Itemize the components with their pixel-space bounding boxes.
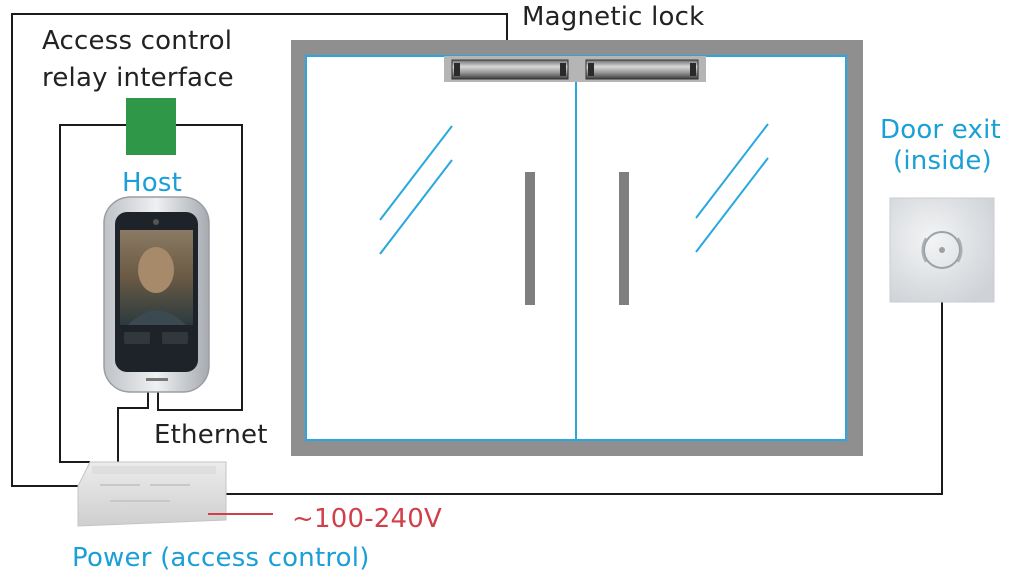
label-door-exit-line2: (inside): [893, 146, 992, 176]
label-host: Host: [122, 168, 182, 198]
glare-left-1: [379, 125, 453, 221]
door-handle-left: [525, 172, 535, 305]
door-glass-right: [575, 55, 847, 441]
label-relay-line2: relay interface: [42, 63, 234, 93]
glare-right-1: [695, 123, 769, 219]
label-magnetic-lock: Magnetic lock: [522, 2, 705, 32]
label-door-exit-line1: Door exit: [880, 115, 1001, 145]
power-supply-icon: [77, 461, 227, 527]
label-power: Power (access control): [72, 543, 370, 573]
wire-ethernet: [117, 392, 149, 462]
label-relay-line1: Access control: [42, 26, 233, 56]
exit-button-icon: [889, 197, 995, 303]
door-glass-left: [305, 55, 577, 441]
door-handle-right: [619, 172, 629, 305]
wire-psu-to-magnetic-lock: [11, 13, 508, 487]
label-voltage: ~100-240V: [292, 504, 443, 534]
magnetic-lock-icon: [444, 56, 706, 82]
glare-left-2: [379, 159, 453, 255]
wire-relay-to-host: [157, 124, 243, 411]
face-terminal-icon: [103, 196, 210, 393]
glare-right-2: [695, 157, 769, 253]
double-glass-door: [291, 40, 863, 456]
wire-psu-to-relay: [59, 124, 126, 463]
label-ethernet: Ethernet: [154, 420, 268, 450]
wire-psu-to-door-exit: [226, 302, 943, 495]
wiring: [11, 13, 943, 495]
relay-module-icon: [126, 98, 176, 155]
